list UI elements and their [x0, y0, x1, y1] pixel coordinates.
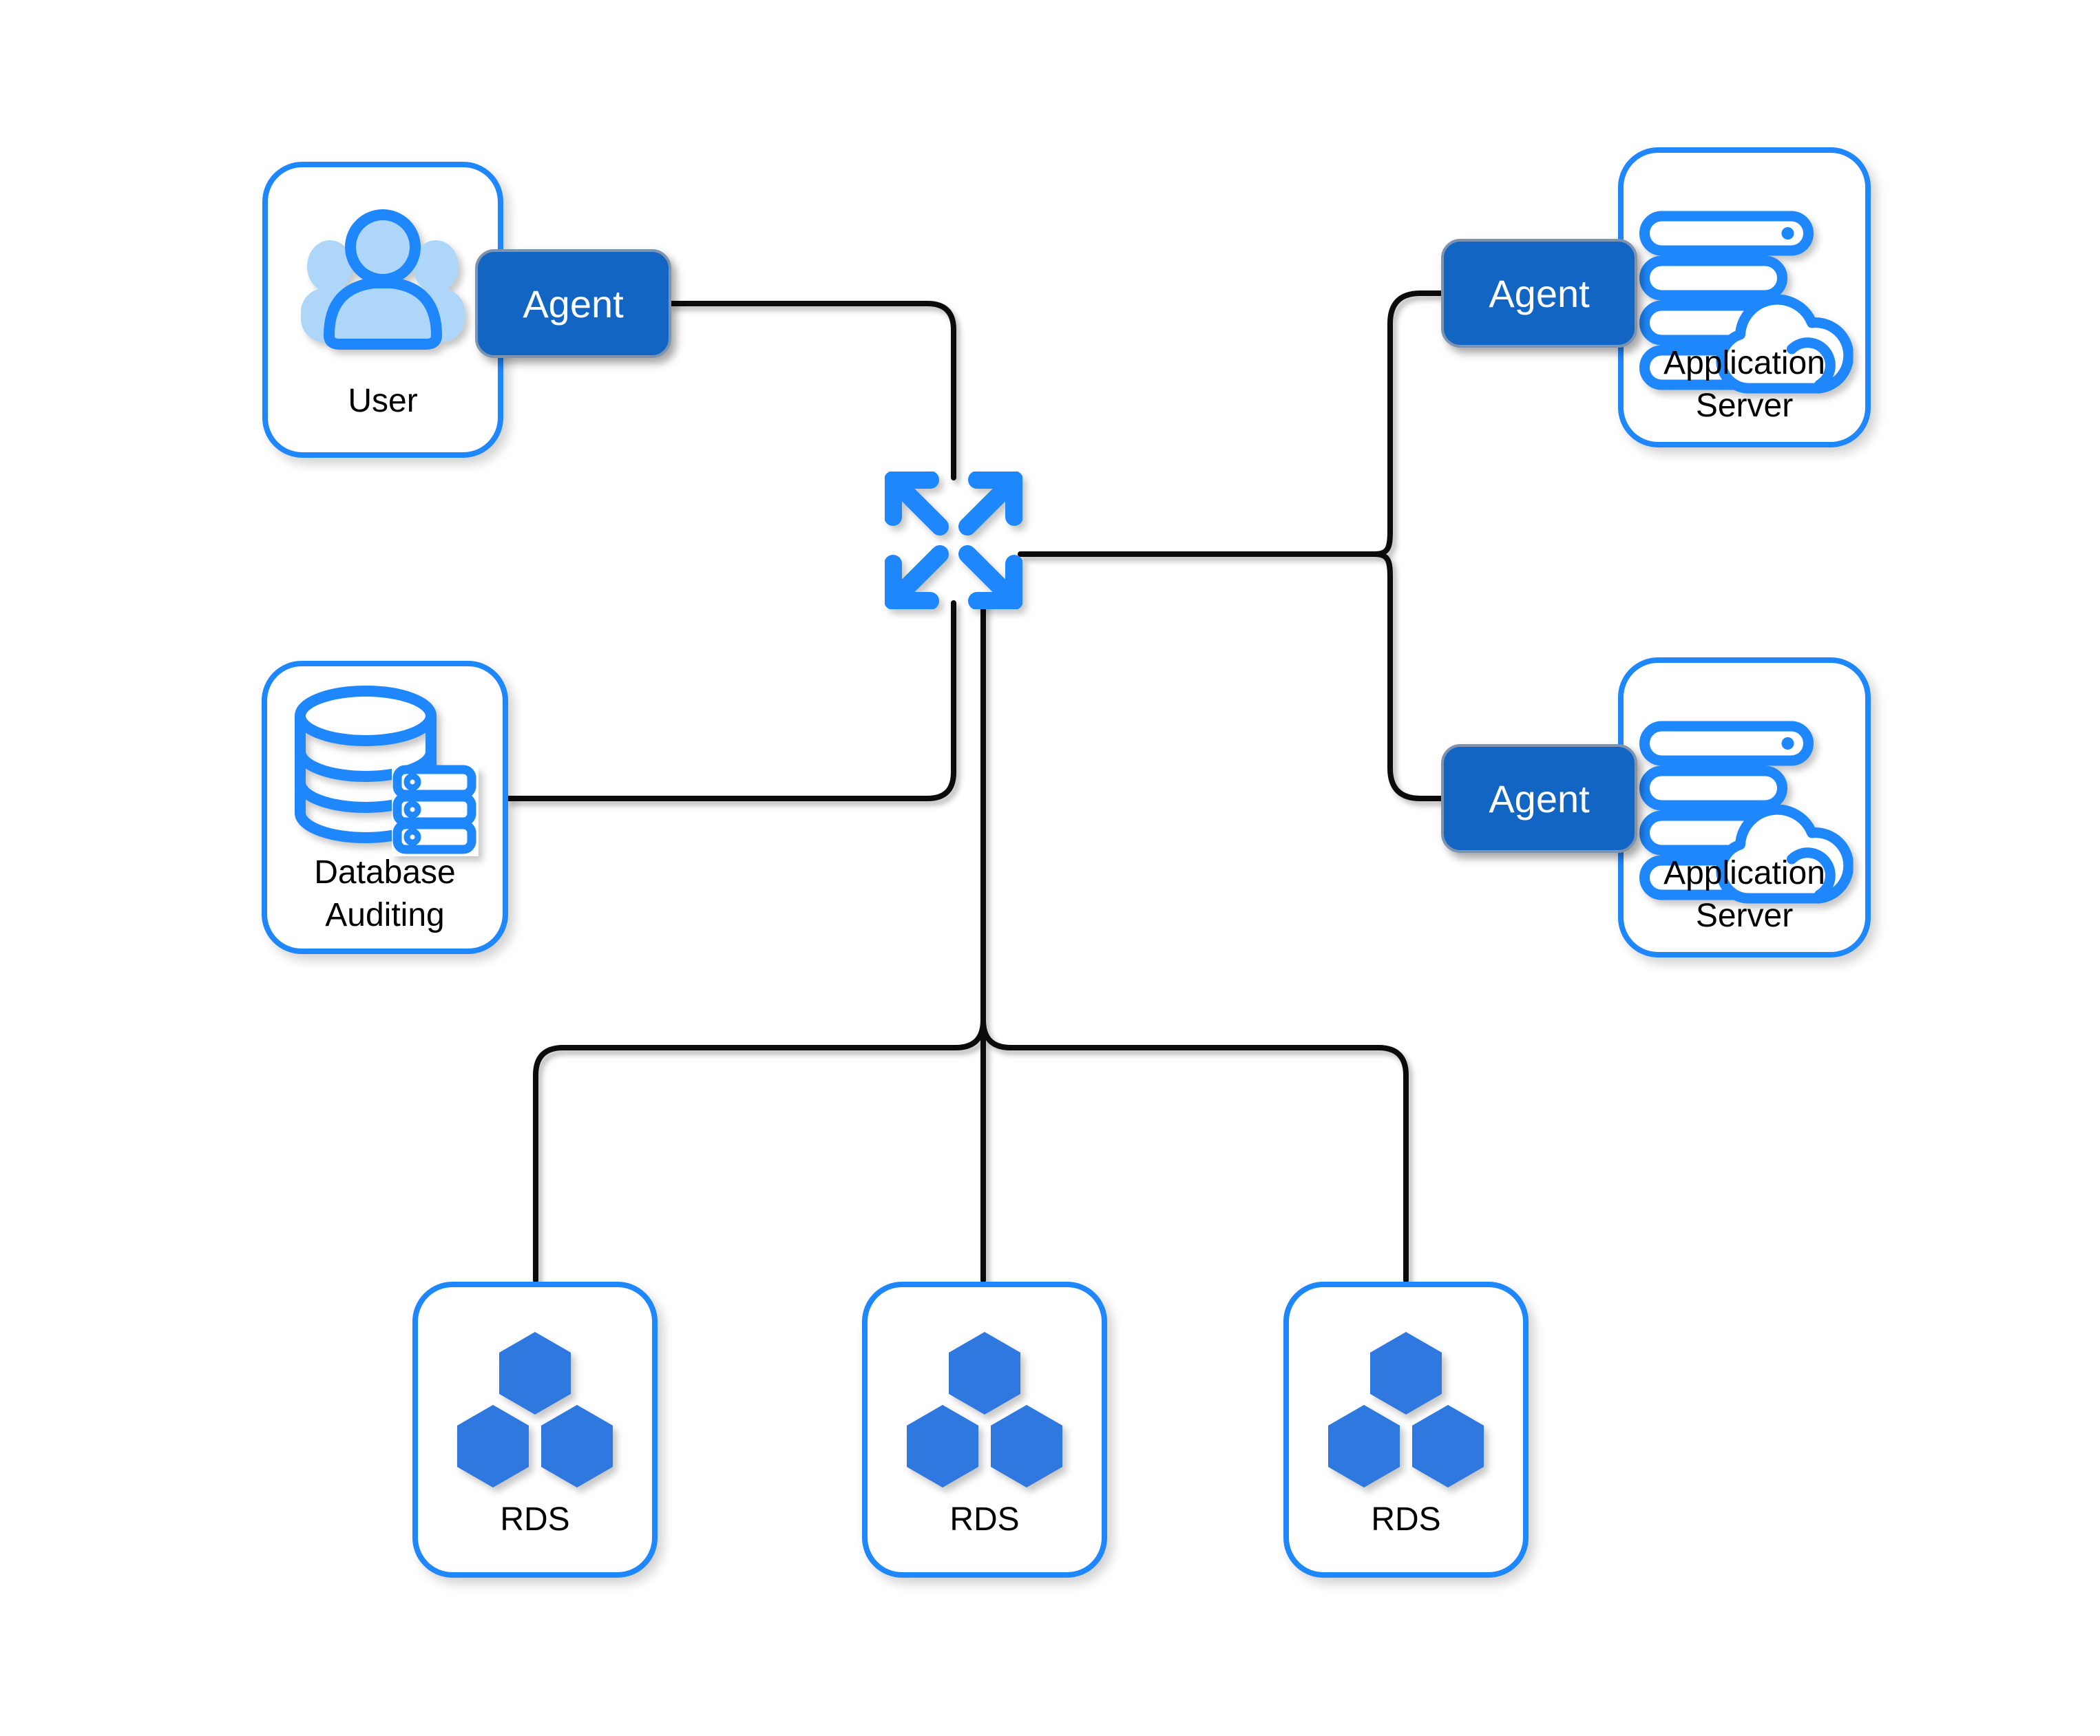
node-database-auditing: Database Auditing: [262, 661, 508, 954]
node-rds-left: RDS: [412, 1282, 658, 1578]
node-app-server-bottom-label-line2: Server: [1695, 898, 1794, 934]
node-rds-right-label: RDS: [1371, 1501, 1441, 1538]
hexagon-cluster-icon: [1328, 1332, 1484, 1488]
node-database-auditing-label-line2: Auditing: [325, 897, 445, 933]
hexagon-cluster-icon: [907, 1332, 1062, 1488]
connector-brace-down: [1372, 551, 1459, 801]
node-rds-middle-label: RDS: [949, 1501, 1020, 1538]
node-app-server-top: Application Server: [1618, 147, 1871, 447]
connector-brace-up: [1372, 290, 1459, 557]
users-icon: [301, 209, 465, 350]
node-database-auditing-label-line1: Database: [314, 854, 456, 891]
agent-badge-app-bottom: Agent: [1441, 744, 1637, 853]
agent-badge-app-top: Agent: [1441, 239, 1637, 348]
hexagon-cluster-icon: [457, 1332, 613, 1488]
node-app-server-bottom-label-line1: Application: [1663, 855, 1825, 891]
connector-rds-branch-left: [533, 1017, 986, 1283]
node-user: User: [262, 162, 503, 458]
expand-arrows-icon: [885, 472, 1022, 609]
node-rds-right: RDS: [1283, 1282, 1529, 1578]
node-app-server-bottom: Application Server: [1618, 657, 1871, 957]
node-app-server-top-label-line2: Server: [1695, 388, 1794, 424]
agent-badge-app-top-label: Agent: [1489, 271, 1590, 315]
server-cloud-icon: [1639, 721, 1853, 904]
agent-badge-user: Agent: [475, 249, 671, 358]
node-user-label: User: [348, 383, 418, 419]
connector-agent-to-hub: [669, 301, 956, 480]
server-cloud-icon: [1639, 211, 1853, 394]
connector-rds-branch-right: [980, 1017, 1409, 1283]
node-rds-left-label: RDS: [500, 1501, 570, 1538]
agent-badge-user-label: Agent: [523, 282, 624, 326]
node-rds-middle: RDS: [862, 1282, 1107, 1578]
agent-badge-app-bottom-label: Agent: [1489, 776, 1590, 821]
connector-db-to-hub: [505, 600, 956, 801]
database-server-icon: [295, 686, 479, 856]
node-app-server-top-label-line1: Application: [1663, 345, 1825, 381]
